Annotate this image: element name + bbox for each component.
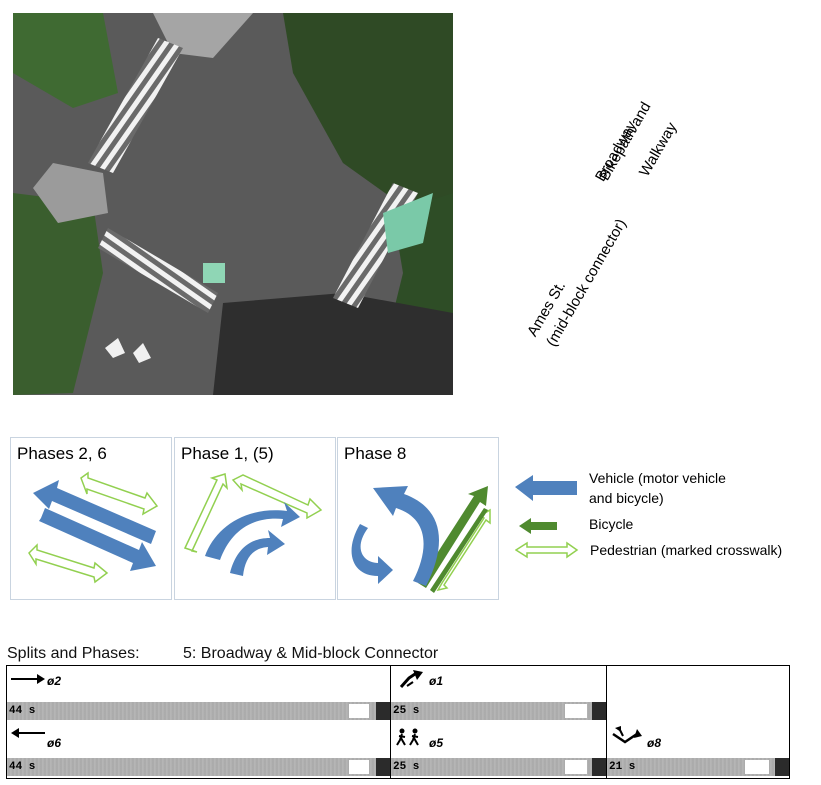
legend-pedestrian-label: Pedestrian (marked crosswalk) [590, 542, 783, 558]
phase-2-6-movement-icon [28, 471, 159, 584]
split-cell-phase-6: ø6 44 s [7, 722, 391, 778]
split-cell-phase-2: ø2 44 s [7, 666, 391, 722]
split-cell-phase-1: ø1 25 s [391, 666, 607, 722]
phase-label: ø8 [647, 736, 662, 750]
turn-movement-icon [612, 726, 642, 744]
label-bikepath-line2: Walkway [636, 119, 681, 180]
legend-arrows [515, 475, 579, 559]
legend-bicycle-arrow [519, 518, 557, 534]
split-time: 44 s [9, 761, 36, 773]
phase-label: ø5 [429, 736, 444, 750]
phase-box-8: Phase 8 [337, 437, 499, 600]
legend-vehicle-label-1: Vehicle (motor vehicle [589, 470, 726, 486]
split-time: 21 s [609, 761, 636, 773]
phase-box-1-5: Phase 1, (5) [174, 437, 336, 600]
phase-1-5-movement-icon [183, 473, 323, 576]
split-time: 25 s [393, 705, 420, 717]
phase-label: ø2 [47, 674, 62, 688]
splits-title: Splits and Phases: [7, 645, 140, 662]
split-cell-phase-8: ø8 21 s [607, 722, 789, 778]
split-time: 25 s [393, 761, 420, 773]
phase-8-movement-icon [351, 486, 491, 593]
pedestrian-icon [396, 728, 419, 746]
legend-pedestrian-arrow [515, 541, 579, 559]
through-arrow-left-icon [11, 728, 45, 738]
legend-vehicle-arrow [515, 475, 577, 501]
split-cell-phase-5: ø5 25 s [391, 722, 607, 778]
phase-label: ø1 [429, 674, 444, 688]
splits-table: ø2 44 s ø1 25 s ø6 44 s [6, 665, 790, 779]
split-time: 44 s [9, 705, 36, 717]
phase-title: Phases 2, 6 [17, 444, 107, 463]
through-arrow-right-icon [11, 674, 45, 684]
split-cell-empty [607, 666, 789, 722]
splits-subtitle: 5: Broadway & Mid-block Connector [183, 645, 439, 662]
phase-label: ø6 [47, 736, 62, 750]
phase-title: Phase 8 [344, 444, 407, 463]
legend-vehicle-label-2: and bicycle) [589, 490, 664, 506]
aerial-intersection-image [13, 13, 453, 395]
phase-title: Phase 1, (5) [181, 444, 274, 463]
legend-bicycle-label: Bicycle [589, 516, 634, 532]
left-turn-icon [399, 670, 423, 688]
phase-box-2-6: Phases 2, 6 [10, 437, 172, 600]
